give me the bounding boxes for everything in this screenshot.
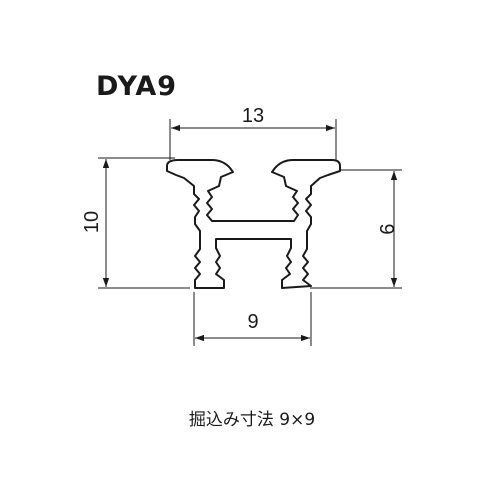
right-height-label: 9 bbox=[375, 223, 397, 234]
left-height-dimension: 10 bbox=[81, 157, 190, 289]
bottom-width-dimension: 9 bbox=[193, 292, 312, 346]
model-title: DYA9 bbox=[96, 71, 177, 102]
top-width-dimension: 13 bbox=[169, 105, 337, 160]
right-height-dimension: 9 bbox=[310, 169, 402, 289]
top-width-label: 13 bbox=[242, 105, 264, 127]
bottom-width-label: 9 bbox=[247, 311, 258, 333]
recess-dimension-caption: 掘込み寸法 9×9 bbox=[189, 410, 315, 430]
left-height-label: 10 bbox=[81, 211, 103, 233]
h-channel-profile bbox=[166, 159, 341, 289]
